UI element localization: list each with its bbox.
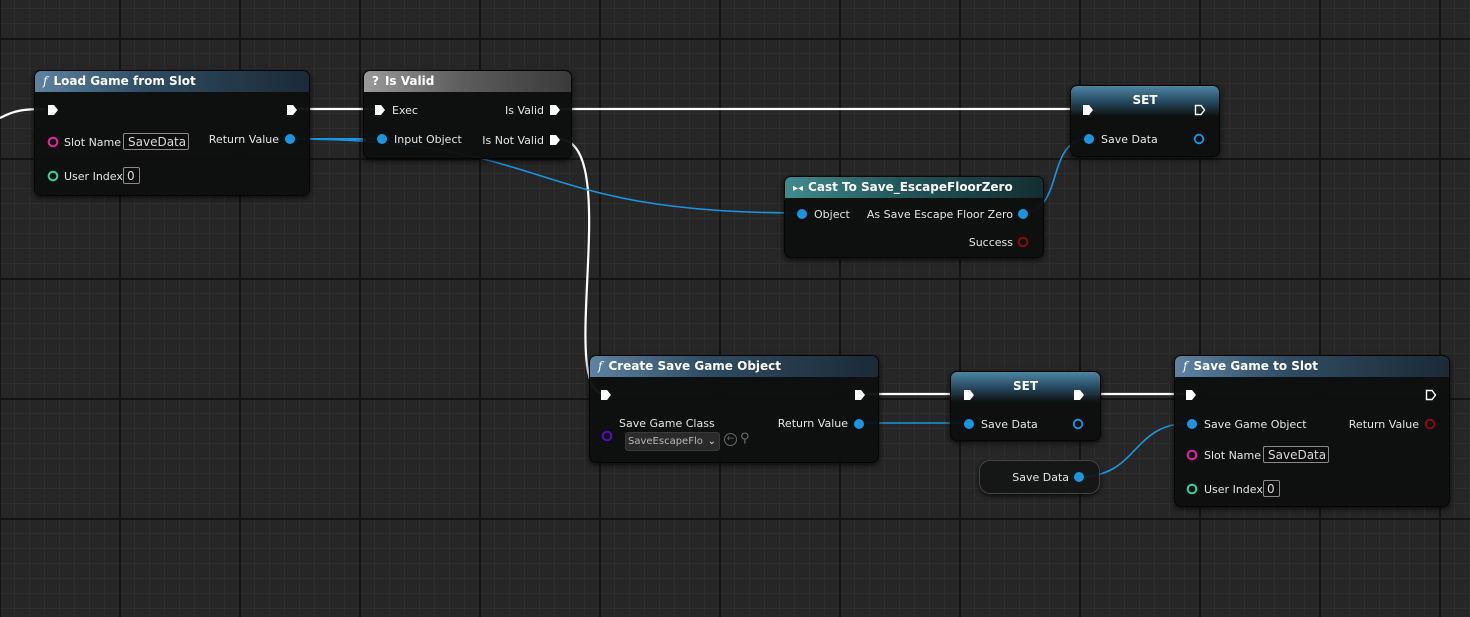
node-header: ▸◂ Cast To Save_EscapeFloorZero	[785, 177, 1043, 198]
exec-in-pin[interactable]	[963, 389, 975, 401]
save-data-out-pin[interactable]	[1072, 418, 1084, 430]
success-label: Success	[968, 236, 1013, 249]
exec-out-pin[interactable]	[286, 104, 298, 116]
user-index-pin[interactable]	[1186, 483, 1198, 495]
return-value-label: Return Value	[208, 133, 279, 146]
slot-name-pin[interactable]	[47, 136, 59, 148]
object-label: Object	[814, 208, 850, 221]
node-header: f Load Game from Slot	[35, 71, 309, 92]
is-not-valid-exec-pin[interactable]	[549, 134, 561, 146]
save-data-in-pin[interactable]	[963, 418, 975, 430]
function-icon: f	[1183, 359, 1188, 373]
save-data-variable-get[interactable]: Save Data	[979, 460, 1100, 494]
slot-name-pin[interactable]	[1186, 449, 1198, 461]
function-icon: f	[598, 359, 603, 373]
user-index-input[interactable]: 0	[1263, 480, 1280, 497]
node-title: Is Valid	[384, 74, 435, 88]
is-valid-node[interactable]: ? Is Valid Exec Is Valid Input Object Is …	[363, 70, 572, 159]
node-title: Save Game to Slot	[1193, 359, 1318, 373]
save-game-object-pin[interactable]	[1186, 418, 1198, 430]
input-object-label: Input Object	[394, 133, 462, 146]
set-save-data-node-bottom[interactable]: SET Save Data	[950, 371, 1101, 441]
exec-in-pin[interactable]	[600, 389, 612, 401]
save-data-label: Save Data	[1101, 133, 1158, 146]
save-game-class-label: Save Game Class	[619, 417, 715, 430]
user-index-input[interactable]: 0	[123, 167, 140, 184]
exec-out-pin[interactable]	[1425, 389, 1437, 401]
save-game-class-dropdown[interactable]: SaveEscapeFlo ⌄	[625, 432, 720, 451]
exec-label: Exec	[392, 104, 418, 117]
return-value-label: Return Value	[777, 417, 848, 430]
exec-out-pin[interactable]	[1073, 389, 1085, 401]
user-index-label: User Index	[1204, 483, 1263, 496]
return-value-pin[interactable]	[284, 133, 296, 145]
save-game-to-slot-node[interactable]: f Save Game to Slot Save Game Object Retu…	[1174, 355, 1450, 507]
exec-in-pin[interactable]	[47, 104, 59, 116]
node-title: Create Save Game Object	[608, 359, 782, 373]
dropdown-value: SaveEscapeFlo	[628, 436, 703, 447]
exec-in-pin[interactable]	[374, 104, 386, 116]
slot-name-label: Slot Name	[1204, 449, 1262, 462]
node-header: ? Is Valid	[364, 71, 571, 92]
exec-in-pin[interactable]	[1082, 104, 1094, 116]
cast-to-save-node[interactable]: ▸◂ Cast To Save_EscapeFloorZero Object As…	[784, 176, 1044, 258]
question-icon: ?	[372, 74, 379, 88]
save-data-label: Save Data	[981, 418, 1038, 431]
slot-name-label: Slot Name	[64, 136, 122, 149]
exec-in-pin[interactable]	[1185, 389, 1197, 401]
function-icon: f	[43, 74, 48, 88]
node-title: Cast To Save_EscapeFloorZero	[808, 180, 1013, 194]
slot-name-input[interactable]: SaveData	[1263, 446, 1329, 463]
node-title: Load Game from Slot	[53, 74, 196, 88]
save-game-class-pin[interactable]	[601, 430, 613, 442]
is-valid-label: Is Valid	[505, 104, 544, 117]
is-valid-exec-pin[interactable]	[549, 104, 561, 116]
return-value-pin[interactable]	[1424, 418, 1436, 430]
user-index-label: User Index	[64, 170, 123, 183]
save-data-out-pin[interactable]	[1193, 133, 1205, 145]
node-header: f Save Game to Slot	[1175, 356, 1449, 377]
node-header: SET	[1071, 86, 1219, 116]
as-save-out-pin[interactable]	[1017, 208, 1029, 220]
save-data-label: Save Data	[1012, 471, 1069, 484]
exec-out-pin[interactable]	[1194, 104, 1206, 116]
return-value-pin[interactable]	[853, 418, 865, 430]
chevron-down-icon: ⌄	[707, 436, 716, 447]
slot-name-input[interactable]: SaveData	[123, 133, 189, 150]
node-header: f Create Save Game Object	[590, 356, 878, 377]
user-index-pin[interactable]	[47, 170, 59, 182]
browse-search-icon[interactable]: ⚲	[740, 431, 750, 446]
input-object-pin[interactable]	[376, 133, 388, 145]
success-out-pin[interactable]	[1017, 236, 1029, 248]
node-title: SET	[1012, 379, 1039, 393]
save-data-in-pin[interactable]	[1083, 133, 1095, 145]
set-save-data-node-top[interactable]: SET Save Data	[1070, 85, 1220, 157]
cast-icon: ▸◂	[793, 183, 804, 194]
use-selected-icon[interactable]: ←	[724, 433, 737, 446]
as-save-label: As Save Escape Floor Zero	[866, 208, 1013, 221]
exec-out-pin[interactable]	[854, 389, 866, 401]
return-value-label: Return Value	[1348, 418, 1419, 431]
save-game-object-label: Save Game Object	[1204, 418, 1307, 431]
node-title: SET	[1132, 93, 1158, 107]
create-save-game-object-node[interactable]: f Create Save Game Object Save Game Class…	[589, 355, 879, 463]
save-data-out-pin[interactable]	[1073, 471, 1085, 483]
object-in-pin[interactable]	[796, 208, 808, 220]
is-not-valid-label: Is Not Valid	[482, 134, 544, 147]
